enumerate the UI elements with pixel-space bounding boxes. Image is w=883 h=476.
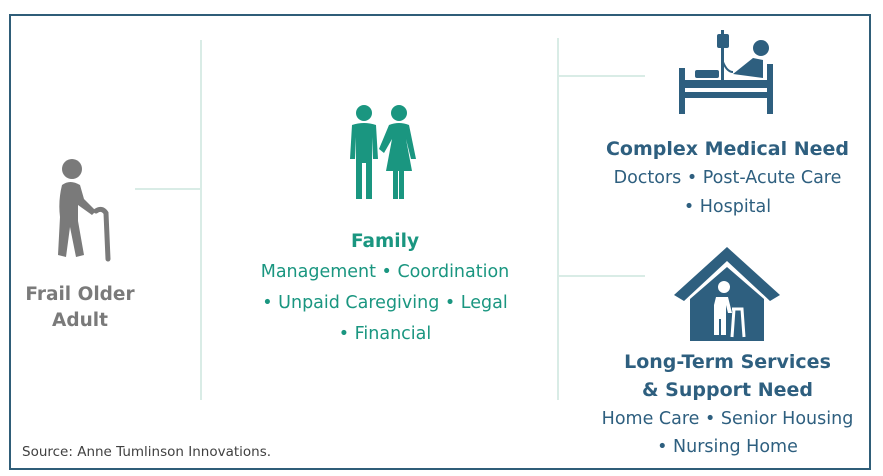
- connector-older-to-family: [135, 188, 201, 190]
- frail-older-adult-label-line2: Adult: [52, 310, 108, 331]
- frail-older-adult-label-line1: Frail Older: [25, 284, 135, 305]
- family-line-1: Management • Coordination: [260, 262, 510, 282]
- long-term-line-1: Home Care • Senior Housing: [601, 409, 854, 429]
- diagram-frame: [9, 14, 871, 470]
- divider-left: [200, 40, 202, 400]
- long-term-title-line-1: Long-Term Services: [624, 351, 831, 373]
- connector-to-medical: [557, 75, 645, 77]
- family-line-2: • Unpaid Caregiving • Legal: [262, 293, 508, 313]
- complex-medical-line-2: • Hospital: [683, 197, 772, 217]
- long-term-line-2: • Nursing Home: [657, 437, 798, 457]
- frail-older-adult-label: Frail Older Adult: [0, 282, 160, 334]
- complex-medical-title: Complex Medical Need: [605, 138, 850, 160]
- couple-icon: [350, 105, 416, 199]
- house-with-person-walker-icon: [674, 247, 780, 341]
- complex-medical-line-1: Doctors • Post-Acute Care: [613, 168, 842, 188]
- divider-right: [557, 38, 559, 400]
- connector-to-long-term: [557, 275, 645, 277]
- elderly-person-with-cane-icon: [58, 159, 111, 262]
- family-title: Family: [350, 231, 420, 252]
- hospital-bed-icon: [679, 30, 773, 114]
- long-term-title-line-2: & Support Need: [642, 379, 813, 401]
- family-line-3: • Financial: [338, 324, 432, 344]
- source-note: Source: Anne Tumlinson Innovations.: [22, 444, 272, 460]
